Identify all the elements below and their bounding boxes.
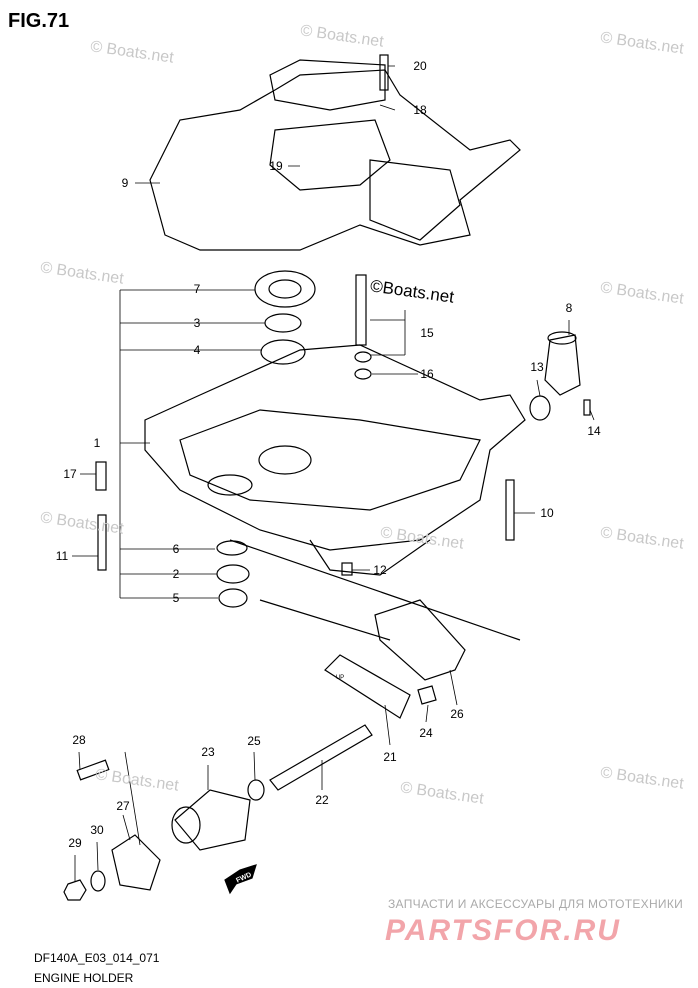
gasket-9 (149, 69, 521, 251)
callout-4: 4 (193, 343, 201, 357)
callout-18: 18 (413, 103, 427, 117)
callout-28: 28 (72, 733, 86, 747)
callout-2: 2 (172, 567, 180, 581)
callout-11: 11 (55, 549, 69, 563)
figure-title: FIG.71 (8, 10, 70, 32)
callout-23: 23 (201, 745, 215, 759)
callout-1: 1 (93, 436, 101, 450)
partner-logo: PARTSFOR.RU (385, 914, 621, 947)
callout-14: 14 (587, 424, 601, 438)
washer-30 (90, 870, 106, 892)
shaft-22 (269, 724, 373, 791)
bolt-14 (583, 399, 591, 416)
callout-12: 12 (373, 563, 387, 577)
outlet-8 (544, 334, 581, 396)
bolt-28 (76, 759, 110, 781)
gasket-outline (369, 159, 461, 241)
callout-8: 8 (565, 301, 573, 315)
nut-24 (417, 685, 437, 705)
callout-27: 27 (116, 799, 130, 813)
oring-13 (529, 395, 551, 421)
leader-lines (72, 65, 595, 882)
rubber-mount-23 (174, 789, 251, 851)
callout-16: 16 (420, 367, 434, 381)
section-lines (229, 539, 521, 641)
callout-26: 26 (450, 707, 464, 721)
diagram-name: ENGINE HOLDER (34, 971, 134, 985)
callout-13: 13 (530, 360, 544, 374)
seal-5 (218, 588, 248, 608)
up-label: UP (335, 675, 345, 681)
seal-7 (254, 270, 316, 308)
washer-15 (354, 351, 372, 363)
holder-bore (207, 474, 253, 496)
gasket-21 (324, 654, 411, 719)
holder-bore (258, 445, 312, 475)
callout-24: 24 (419, 726, 433, 740)
bracket-27 (111, 834, 161, 891)
callout-30: 30 (90, 823, 104, 837)
fwd-arrow-icon (224, 864, 257, 895)
bolt-10 (505, 479, 515, 541)
rubber-mount-23-end (171, 806, 201, 844)
holder-bottom (309, 539, 431, 576)
ring-6 (216, 540, 248, 556)
nut-29 (63, 879, 87, 901)
cover-18 (269, 59, 386, 111)
callout-15: 15 (420, 326, 434, 340)
bolt-11 (97, 514, 107, 571)
bearing-2 (216, 564, 250, 584)
callout-3: 3 (193, 316, 201, 330)
callout-17: 17 (63, 467, 77, 481)
callout-25: 25 (247, 734, 261, 748)
callout-20: 20 (413, 59, 427, 73)
callout-6: 6 (172, 542, 180, 556)
callout-29: 29 (68, 836, 82, 850)
callout-10: 10 (540, 506, 554, 520)
partner-tagline: ЗАПЧАСТИ И АКСЕССУАРЫ ДЛЯ МОТОТЕХНИКИ (388, 897, 684, 911)
callout-19: 19 (269, 159, 283, 173)
callout-5: 5 (172, 591, 180, 605)
seal-7-inner (268, 279, 302, 299)
outlet-8-top (547, 331, 577, 345)
seal-3 (264, 313, 302, 333)
seal-4 (260, 339, 306, 365)
callout-22: 22 (315, 793, 329, 807)
dowel-17 (95, 461, 107, 491)
bolt-20 (379, 54, 389, 91)
washer-25 (247, 779, 265, 801)
callout-9: 9 (121, 176, 129, 190)
engine-holder-1 (144, 344, 526, 551)
callout-21: 21 (383, 750, 397, 764)
diagram-code: DF140A_E03_014_071 (34, 951, 160, 965)
gasket-19 (269, 119, 391, 191)
bolt-15 (355, 274, 367, 346)
washer-16 (354, 368, 372, 380)
callout-7: 7 (193, 282, 201, 296)
pin-12 (341, 562, 353, 576)
engine-holder-inner (179, 409, 481, 511)
mount-26 (374, 599, 466, 681)
